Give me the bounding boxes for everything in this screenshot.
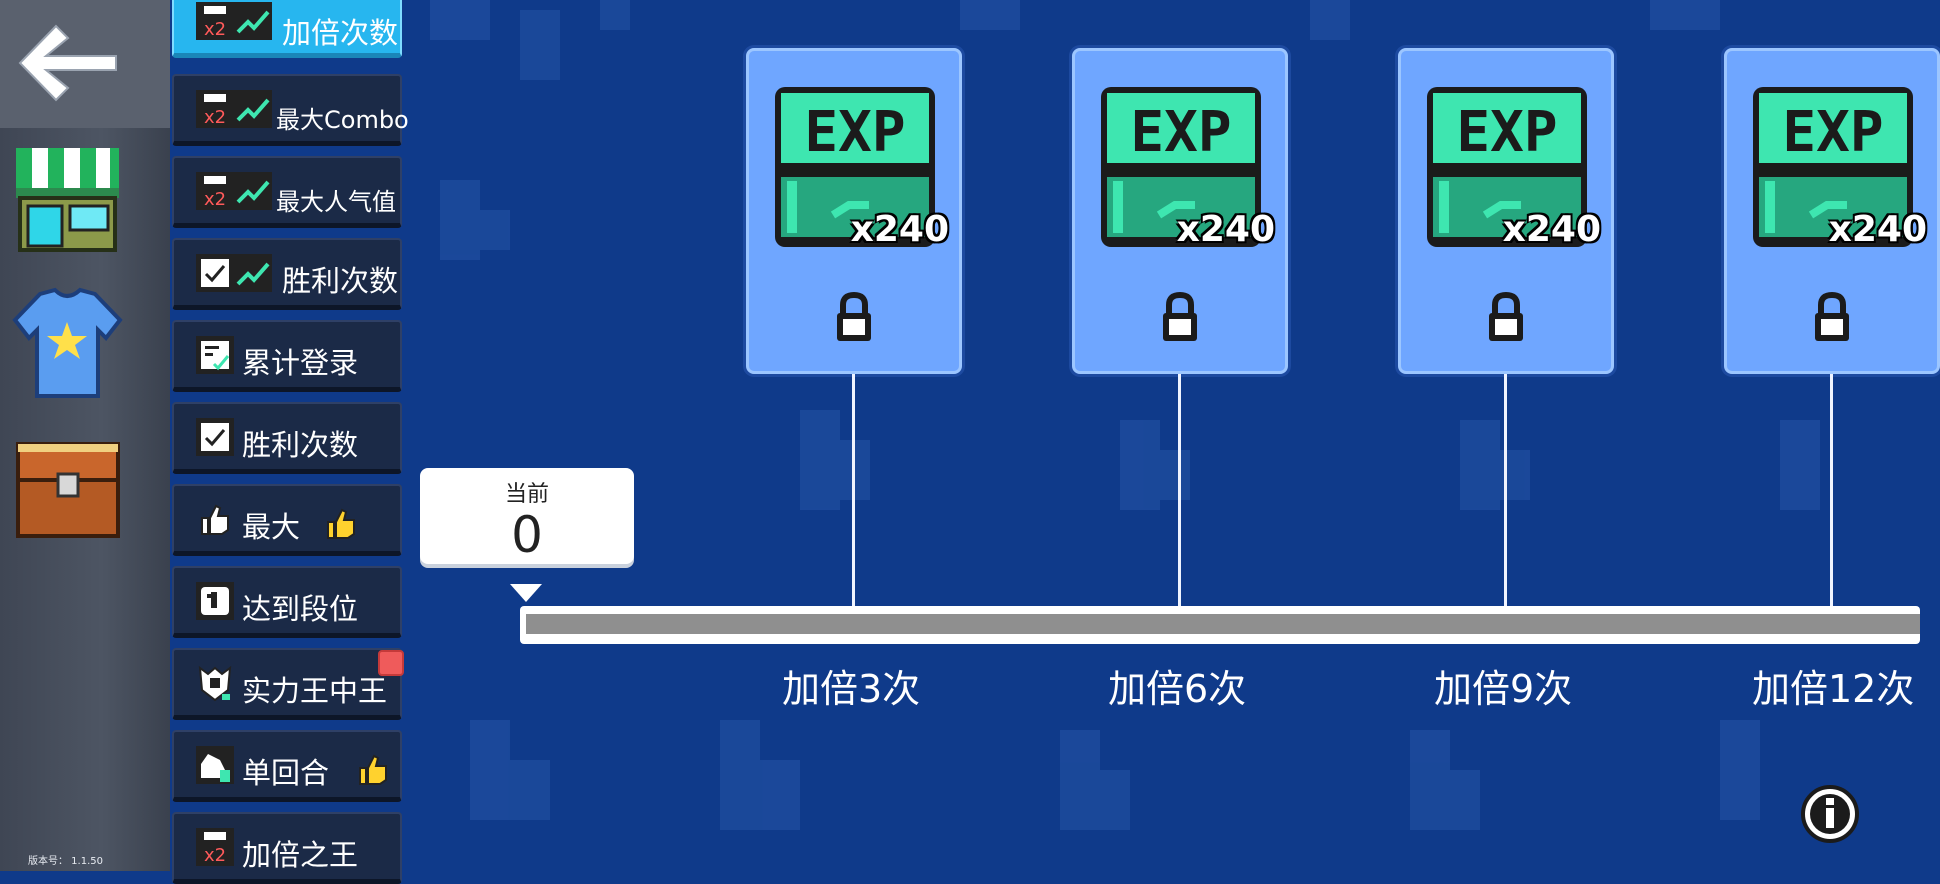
thumbs-up-icon [359,754,387,785]
lock-icon [1489,291,1523,341]
trend-up-icon [234,2,272,40]
checkbox-icon [196,254,234,292]
reward-card-1[interactable]: EXP x240 [746,48,962,374]
reward-card-3[interactable]: EXP x240 [1398,48,1614,374]
task-label: 实力王中王 [242,674,388,708]
shirt-icon[interactable] [10,286,125,401]
task-label: 最大人气值 [276,188,396,216]
lock-icon [1163,291,1197,341]
task-reach-rank[interactable]: 达到段位 [172,566,402,638]
task-label: 累计登录 [242,346,359,380]
exp-chest-icon: EXP [1753,87,1913,247]
task-single-round[interactable]: 单回合 [172,730,402,802]
task-double-count[interactable]: x2 加倍次数 [172,0,402,58]
chest-icon[interactable] [10,430,125,545]
task-max-popularity[interactable]: x2 最大人气值 [172,156,402,228]
thumbs-up-icon [327,508,355,539]
task-max-combo[interactable]: x2 最大Combo [172,74,409,146]
svg-text:x2: x2 [204,189,226,210]
milestone-label: 加倍3次 [782,667,921,711]
reward-quantity: x240 [1176,209,1275,250]
current-label: 当前 [504,482,549,507]
task-list: x2 加倍次数 x2 最大Combo x2 最大人气值 胜利次数 累计登录 [172,0,409,884]
task-label: 最大Combo [276,106,409,134]
lock-icon [1815,291,1849,341]
reward-name: EXP [804,100,905,165]
x2-crown-icon: x2 [196,2,234,40]
task-king-of-kings[interactable]: 实力王中王 [172,648,404,720]
reward-quantity: x240 [850,209,949,250]
x2-crown-icon: x2 [196,172,234,210]
thumbs-up-icon [201,504,229,535]
current-value: 0 [511,506,543,564]
task-label: 加倍之王 [242,838,359,872]
reward-quantity: x240 [1502,209,1601,250]
svg-text:x2: x2 [204,19,226,40]
exp-chest-icon: EXP [1101,87,1261,247]
task-wins-trend[interactable]: 胜利次数 [172,238,402,310]
back-arrow-icon[interactable] [14,18,124,108]
calendar-check-icon [196,336,234,374]
reward-name: EXP [1782,100,1883,165]
task-double-king[interactable]: x2 加倍之王 [172,812,402,884]
milestone-connector [1178,374,1181,606]
shield-rank-icon [198,665,232,702]
lock-icon [837,291,871,341]
task-label: 胜利次数 [282,264,399,298]
task-label: 最大 [242,510,301,544]
reward-name: EXP [1130,100,1231,165]
task-label: 加倍次数 [282,16,399,50]
milestone-connector [1830,374,1833,606]
notification-badge [378,650,404,676]
reward-card-4[interactable]: EXP x240 [1724,48,1940,374]
milestone-connector [852,374,855,606]
shop-icon[interactable] [10,142,125,257]
milestone-label: 加倍9次 [1434,667,1573,711]
exp-chest-icon: EXP [1427,87,1587,247]
milestone-connector [1504,374,1507,606]
task-label: 达到段位 [242,592,359,626]
trend-up-icon [234,90,272,128]
reward-name: EXP [1456,100,1557,165]
info-icon[interactable] [1800,784,1860,844]
milestone-label: 加倍6次 [1108,667,1247,711]
x2-crown-icon: x2 [196,828,234,866]
task-label: 单回合 [242,756,330,790]
task-max-likes[interactable]: 最大 [172,484,402,556]
checkbox-icon [196,418,234,456]
trend-up-icon [234,172,272,210]
current-progress-box: 当前 0 [420,468,634,564]
task-wins[interactable]: 胜利次数 [172,402,402,474]
task-label: 胜利次数 [242,428,359,462]
version-label: 版本号： 1.1.50 [28,856,103,867]
svg-text:x2: x2 [204,845,226,866]
svg-text:x2: x2 [204,107,226,128]
progress-track [526,614,1920,634]
round-icon [196,746,234,784]
reward-quantity: x240 [1828,209,1927,250]
exp-chest-icon: EXP [775,87,935,247]
reward-card-2[interactable]: EXP x240 [1072,48,1288,374]
milestone-label: 加倍12次 [1752,667,1915,711]
rank-icon [196,582,234,620]
x2-crown-icon: x2 [196,90,234,128]
task-total-login[interactable]: 累计登录 [172,320,402,392]
progress-bar [520,606,1920,644]
icon-rail: 版本号： 1.1.50 [0,0,170,871]
progress-pointer [510,584,542,602]
trend-up-icon [234,254,272,292]
